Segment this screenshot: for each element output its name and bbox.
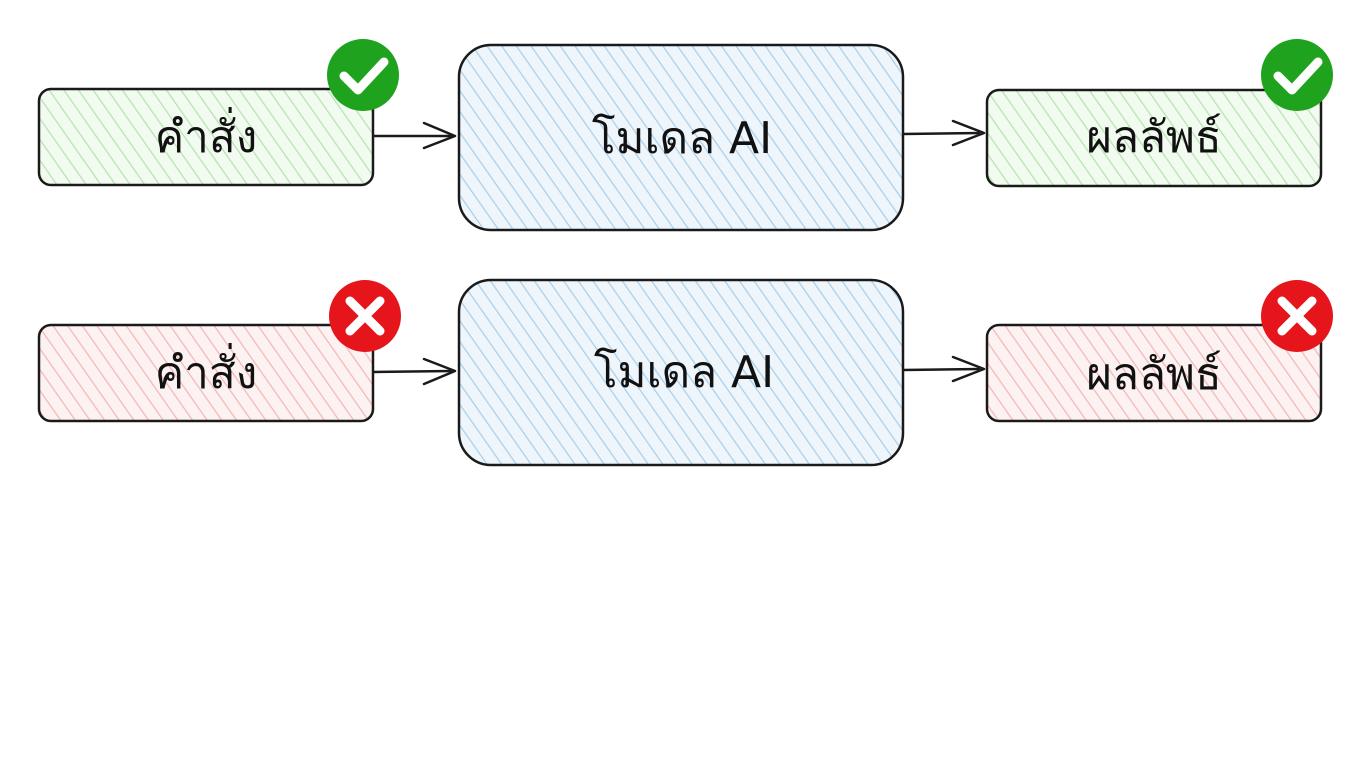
output-box: ผลลัพธ์ [985,323,1323,423]
input-label: คำสั่ง [155,106,257,163]
output-box: ผลลัพธ์ [985,88,1323,188]
arrow-model-to-output [902,355,986,383]
model-box: โมเดล AI [457,278,905,467]
check-icon [327,39,399,111]
check-icon [1261,39,1333,111]
cross-icon [1261,280,1333,352]
input-box: คำสั่ง [37,87,375,187]
flow-row-failure: คำสั่ง โมเดล AI ผลลัพธ์ [37,278,1333,467]
output-label: ผลลัพธ์ [1086,349,1222,400]
flow-row-success: คำสั่ง โมเดล AI ผลลัพธ์ [37,39,1333,232]
input-box: คำสั่ง [37,323,375,423]
arrow-input-to-model [373,121,457,150]
arrow-model-to-output [902,119,986,147]
model-label: โมเดล AI [594,347,774,398]
model-label: โมเดล AI [592,113,772,164]
input-label: คำสั่ง [155,342,257,399]
arrow-input-to-model [372,357,457,386]
model-box: โมเดล AI [457,43,905,232]
cross-icon [329,280,401,352]
output-label: ผลลัพธ์ [1086,112,1222,163]
